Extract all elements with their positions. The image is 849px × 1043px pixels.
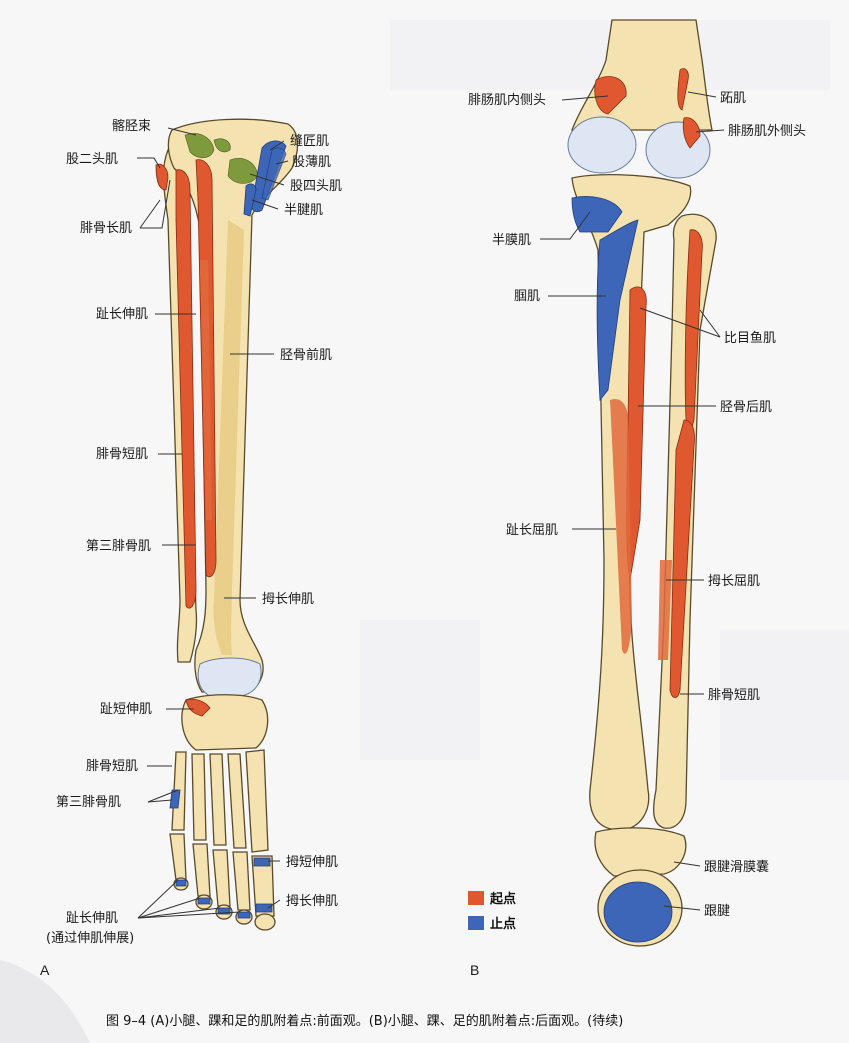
label-fibularis-brevis-b: 腓骨短肌 xyxy=(708,687,760,703)
label-fibularis-tertius-foot: 第三腓骨肌 xyxy=(56,794,121,810)
label-flexor-hallucis-longus: 拇长屈肌 xyxy=(708,574,760,589)
label-sartorius: 缝匠肌 xyxy=(290,134,329,149)
label-semitendinosus: 半腱肌 xyxy=(284,203,323,218)
panel-a-letter: A xyxy=(40,962,50,978)
label-semimembranosus: 半膜肌 xyxy=(492,233,531,248)
label-via-extensor-expansion: (通过伸肌伸展) xyxy=(46,931,134,946)
label-biceps-femoris: 股二头肌 xyxy=(66,152,118,167)
label-fibularis-tertius: 第三腓骨肌 xyxy=(86,538,151,554)
legend-insertion-swatch xyxy=(468,916,484,930)
legend: 起点 止点 xyxy=(468,891,516,932)
panel-a-labels: 髂胫束 股二头肌 腓骨长肌 趾长伸肌 腓骨短肌 第三腓骨肌 趾短伸肌 腓骨短肌 … xyxy=(40,118,342,978)
label-gastrocnemius-medial-head: 腓肠肌内侧头 xyxy=(468,92,546,108)
label-extensor-digitorum-brevis: 趾短伸肌 xyxy=(100,702,152,717)
label-retrocalcaneal-bursa: 跟腱滑膜囊 xyxy=(704,859,769,875)
label-extensor-hallucis-longus: 拇长伸肌 xyxy=(262,592,314,607)
label-gracilis: 股薄肌 xyxy=(292,155,331,170)
label-fibularis-brevis: 腓骨短肌 xyxy=(96,446,148,462)
label-extensor-digitorum-longus-foot: 趾长伸肌 xyxy=(66,911,118,926)
figure-caption: 图 9–4 (A)小腿、踝和足的肌附着点:前面观。(B)小腿、踝、足的肌附着点:… xyxy=(106,1013,623,1029)
label-popliteus: 腘肌 xyxy=(514,289,540,304)
label-soleus: 比目鱼肌 xyxy=(724,330,776,346)
panel-b-labels: 腓肠肌内侧头 跖肌 腓肠肌外侧头 半膜肌 腘肌 比目鱼肌 胫骨后肌 趾长屈肌 拇… xyxy=(468,91,806,978)
label-quadriceps: 股四头肌 xyxy=(290,179,342,194)
label-plantaris: 跖肌 xyxy=(720,91,746,106)
label-tibialis-posterior: 胫骨后肌 xyxy=(720,400,772,415)
label-extensor-hallucis-longus-foot: 拇长伸肌 xyxy=(286,894,338,909)
label-extensor-hallucis-brevis: 拇短伸肌 xyxy=(286,855,338,870)
panel-a-illustration xyxy=(155,118,299,931)
label-fibularis-brevis-foot: 腓骨短肌 xyxy=(86,758,138,774)
label-gastrocnemius-lateral-head: 腓肠肌外侧头 xyxy=(728,123,806,139)
panel-a-leaders xyxy=(137,127,289,919)
panel-b-leaders xyxy=(540,91,725,911)
label-tibialis-anterior: 胫骨前肌 xyxy=(280,347,332,363)
legend-insertion-label: 止点 xyxy=(490,916,516,932)
label-extensor-digitorum-longus: 趾长伸肌 xyxy=(96,307,148,322)
label-calcaneal-tendon: 跟腱 xyxy=(704,904,730,919)
legend-origin-swatch xyxy=(468,891,484,905)
label-flexor-digitorum-longus: 趾长屈肌 xyxy=(506,523,558,538)
panel-b-illustration xyxy=(567,19,717,947)
label-iliotibial-tract: 髂胫束 xyxy=(112,118,151,134)
corner-stamp xyxy=(0,960,90,1043)
label-fibularis-longus: 腓骨长肌 xyxy=(80,220,132,236)
panel-b-letter: B xyxy=(470,962,479,978)
legend-origin-label: 起点 xyxy=(489,891,516,907)
